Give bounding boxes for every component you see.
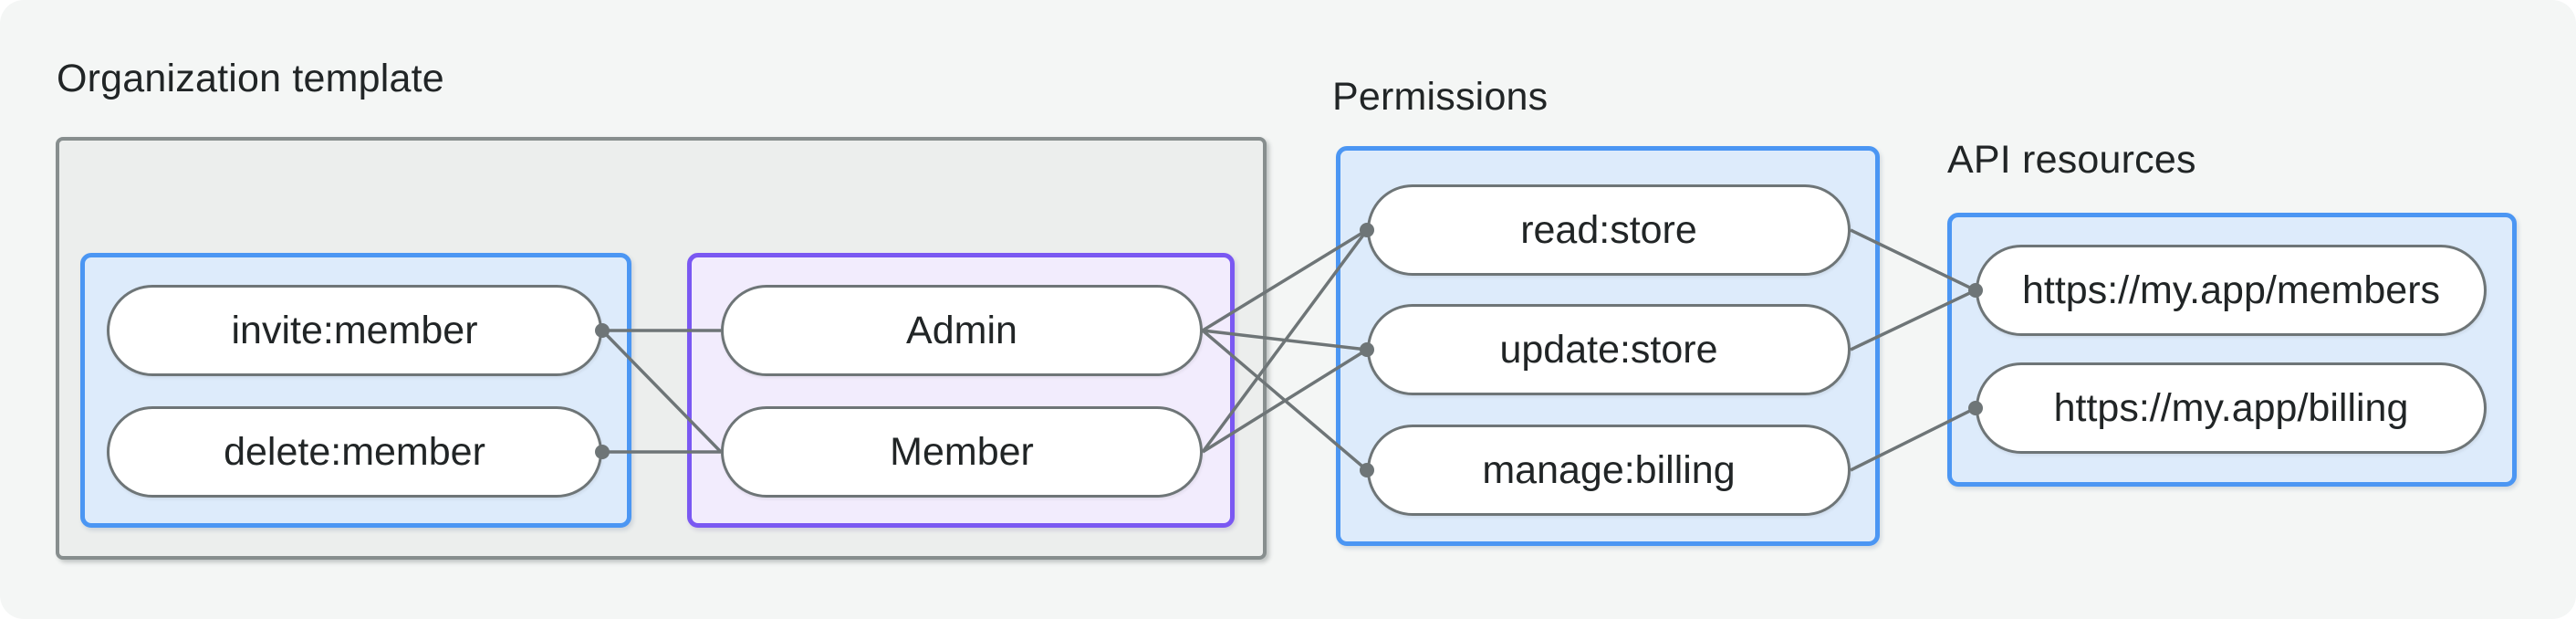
permissions-label: Permissions — [1332, 75, 1549, 119]
node-admin: Admin — [721, 285, 1203, 376]
node-billing_api: https://my.app/billing — [1976, 362, 2487, 454]
node-member: Member — [721, 406, 1203, 498]
node-invite: invite:member — [107, 285, 602, 376]
node-delete: delete:member — [107, 406, 602, 498]
node-read: read:store — [1367, 184, 1851, 276]
node-manage: manage:billing — [1367, 425, 1851, 516]
node-update: update:store — [1367, 304, 1851, 395]
organization-template-label: Organization template — [57, 57, 444, 100]
node-members_api: https://my.app/members — [1976, 245, 2487, 336]
api-resources-label: API resources — [1947, 138, 2196, 182]
